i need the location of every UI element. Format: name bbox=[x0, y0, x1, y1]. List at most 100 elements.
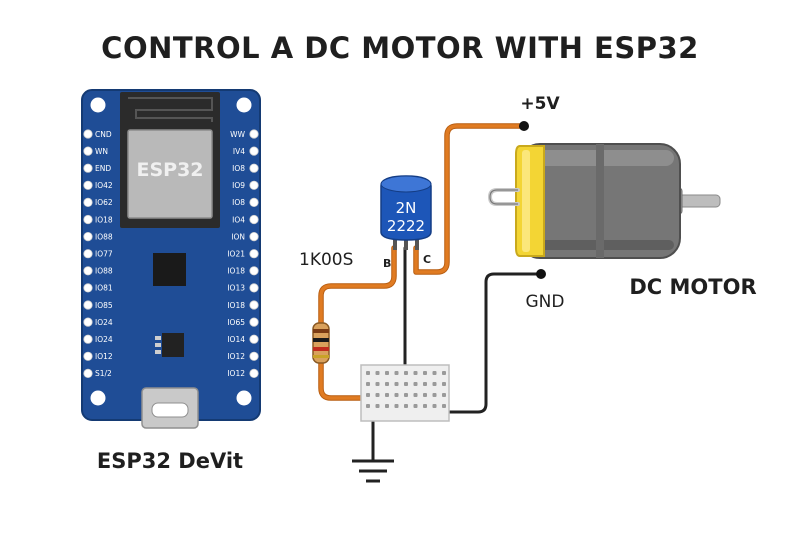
right-pin-label: IO65 bbox=[227, 318, 245, 327]
left-pin-label: IO12 bbox=[95, 352, 113, 361]
breadboard-hole bbox=[432, 393, 437, 397]
breadboard-hole bbox=[375, 393, 380, 397]
ground-terminal-dot bbox=[536, 269, 546, 279]
right-pin-label: IO12 bbox=[227, 352, 245, 361]
breadboard-hole bbox=[413, 393, 418, 397]
right-pin-label: WW bbox=[230, 130, 245, 139]
right-pin-label: IO14 bbox=[227, 335, 245, 344]
resistor-label: 1K00S bbox=[299, 250, 353, 270]
right-pin-hole bbox=[249, 300, 259, 310]
right-pin-label: ION bbox=[231, 232, 245, 241]
mounting-hole-bottom-left bbox=[90, 390, 106, 406]
right-pin-label: IO8 bbox=[232, 198, 245, 207]
right-pin-label: IO4 bbox=[232, 215, 245, 224]
collector-pin-label: C bbox=[423, 253, 431, 266]
breadboard-hole bbox=[442, 393, 446, 397]
breadboard-hole bbox=[366, 382, 370, 386]
breadboard-hole bbox=[442, 382, 446, 386]
left-pin-label: END bbox=[95, 164, 111, 173]
breadboard-hole bbox=[432, 371, 437, 375]
right-pin-label: IO9 bbox=[232, 181, 245, 190]
right-pin-hole bbox=[249, 232, 259, 242]
right-pin-label: IO18 bbox=[227, 301, 245, 310]
breadboard-hole bbox=[423, 371, 427, 375]
left-pin-hole bbox=[83, 146, 93, 156]
left-pin-label: IO88 bbox=[95, 232, 113, 241]
esp32-board: ESP32 CNDWNENDIO42IO62IO18IO88IO77IO88IO… bbox=[81, 89, 261, 429]
left-pin-label: IO62 bbox=[95, 198, 113, 207]
right-pin-hole bbox=[249, 129, 259, 139]
breadboard-hole bbox=[385, 393, 389, 397]
breadboard bbox=[360, 364, 450, 422]
left-pin-label: IO81 bbox=[95, 284, 113, 293]
supply-wire-outline bbox=[413, 123, 527, 275]
left-pin-label: IO42 bbox=[95, 181, 113, 190]
left-pin-hole bbox=[83, 300, 93, 310]
right-pin-label: IO12 bbox=[227, 369, 245, 378]
breadboard-hole bbox=[375, 371, 380, 375]
breadboard-hole bbox=[413, 382, 418, 386]
breadboard-hole bbox=[366, 404, 370, 408]
board-label: ESP32 DeVit bbox=[97, 449, 243, 473]
chip-shield bbox=[127, 129, 213, 219]
breadboard-hole bbox=[442, 404, 446, 408]
breadboard-hole bbox=[404, 393, 408, 397]
breadboard-hole bbox=[394, 404, 399, 408]
right-pin-hole bbox=[249, 334, 259, 344]
breadboard-hole bbox=[394, 371, 399, 375]
breadboard-hole bbox=[442, 371, 446, 375]
left-pin-label: IO24 bbox=[95, 318, 113, 327]
base-pin-label: B bbox=[383, 257, 391, 270]
breadboard-hole bbox=[366, 393, 370, 397]
breadboard-hole bbox=[385, 371, 389, 375]
right-pin-hole bbox=[249, 163, 259, 173]
breadboard-hole bbox=[375, 382, 380, 386]
breadboard-hole bbox=[423, 382, 427, 386]
left-pin-label: CND bbox=[95, 130, 112, 139]
right-pin-hole bbox=[249, 266, 259, 276]
breadboard-hole bbox=[404, 371, 408, 375]
ground-label: GND bbox=[526, 292, 565, 312]
right-pin-hole bbox=[249, 368, 259, 378]
right-pin-label: IO8 bbox=[232, 164, 245, 173]
right-pin-hole bbox=[249, 351, 259, 361]
left-pin-hole bbox=[83, 368, 93, 378]
right-pin-hole bbox=[249, 249, 259, 259]
right-pin-hole bbox=[249, 283, 259, 293]
breadboard-hole bbox=[375, 404, 380, 408]
base-wire bbox=[319, 246, 396, 400]
left-pin-label: IO85 bbox=[95, 301, 113, 310]
right-pin-hole bbox=[249, 180, 259, 190]
left-pin-label: IO77 bbox=[95, 250, 113, 259]
resistor bbox=[312, 322, 330, 364]
breadboard-hole bbox=[404, 404, 408, 408]
left-pin-label: IO18 bbox=[95, 215, 113, 224]
breadboard-hole bbox=[366, 371, 370, 375]
right-pin-label: IO21 bbox=[227, 250, 245, 259]
motor-label: DC MOTOR bbox=[629, 275, 756, 299]
right-pin-hole bbox=[249, 317, 259, 327]
supply-label: +5V bbox=[520, 94, 560, 114]
breadboard-hole bbox=[432, 382, 437, 386]
ground-wire bbox=[446, 272, 543, 414]
left-pin-hole bbox=[83, 163, 93, 173]
right-pin-label: IO18 bbox=[227, 267, 245, 276]
dc-motor bbox=[487, 143, 721, 259]
left-pin-label: S1/2 bbox=[95, 369, 112, 378]
left-pin-hole bbox=[83, 317, 93, 327]
usb-uart-chip bbox=[153, 253, 186, 286]
left-pin-hole bbox=[83, 283, 93, 293]
left-pin-hole bbox=[83, 266, 93, 276]
left-pin-hole bbox=[83, 197, 93, 207]
right-pin-hole bbox=[249, 214, 259, 225]
transistor-line1: 2N bbox=[396, 199, 417, 217]
left-pin-hole bbox=[83, 180, 93, 190]
mounting-hole-bottom-right bbox=[236, 390, 252, 406]
transistor-line2: 2222 bbox=[387, 217, 425, 235]
left-pin-label: WN bbox=[95, 147, 108, 156]
chip-label: ESP32 bbox=[136, 159, 203, 181]
transistor: 2N 2222 bbox=[380, 175, 432, 250]
left-pin-hole bbox=[83, 129, 93, 139]
breadboard-holes bbox=[366, 371, 446, 408]
